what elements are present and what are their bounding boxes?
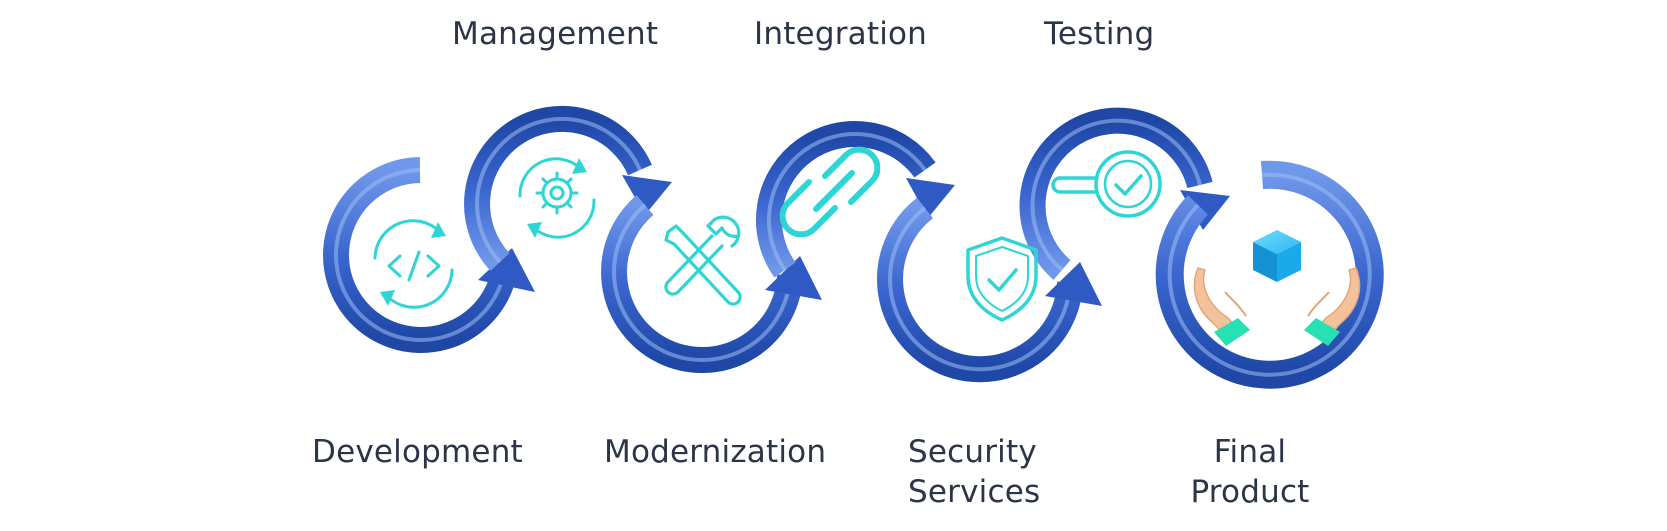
label-modernization: Modernization — [604, 434, 827, 470]
label-final-line1: Final — [1213, 434, 1287, 470]
arrow-head-security — [1045, 262, 1102, 306]
tools-icon — [664, 215, 742, 306]
arrow-head-modernization — [765, 256, 822, 300]
chain-link-icon — [779, 146, 881, 238]
label-final-product: Final Product — [1180, 432, 1320, 512]
hands-cube-icon — [1193, 230, 1361, 346]
ring-security — [877, 197, 1102, 383]
label-security-line2: Services — [908, 474, 1041, 510]
magnifier-check-icon — [1051, 150, 1162, 218]
arrow-head-management — [622, 175, 672, 215]
ring-integration — [755, 121, 955, 278]
label-final-line2: Product — [1190, 474, 1310, 510]
label-security-services: Security Services — [908, 432, 1040, 512]
label-development: Development — [312, 434, 523, 470]
label-testing: Testing — [1044, 16, 1155, 52]
arrow-head-development — [478, 248, 535, 292]
gear-cycle-icon — [518, 157, 596, 239]
label-security-line1: Security — [908, 434, 1037, 470]
ring-development — [323, 157, 535, 353]
code-cycle-icon — [373, 219, 454, 309]
shield-check-icon — [966, 236, 1038, 322]
ring-modernization — [601, 195, 822, 373]
ring-testing — [1019, 107, 1230, 280]
arrow-head-integration — [906, 178, 955, 218]
ring-final-product — [1155, 160, 1384, 389]
label-integration: Integration — [754, 16, 928, 52]
ring-management — [464, 105, 672, 271]
label-management: Management — [452, 16, 659, 52]
